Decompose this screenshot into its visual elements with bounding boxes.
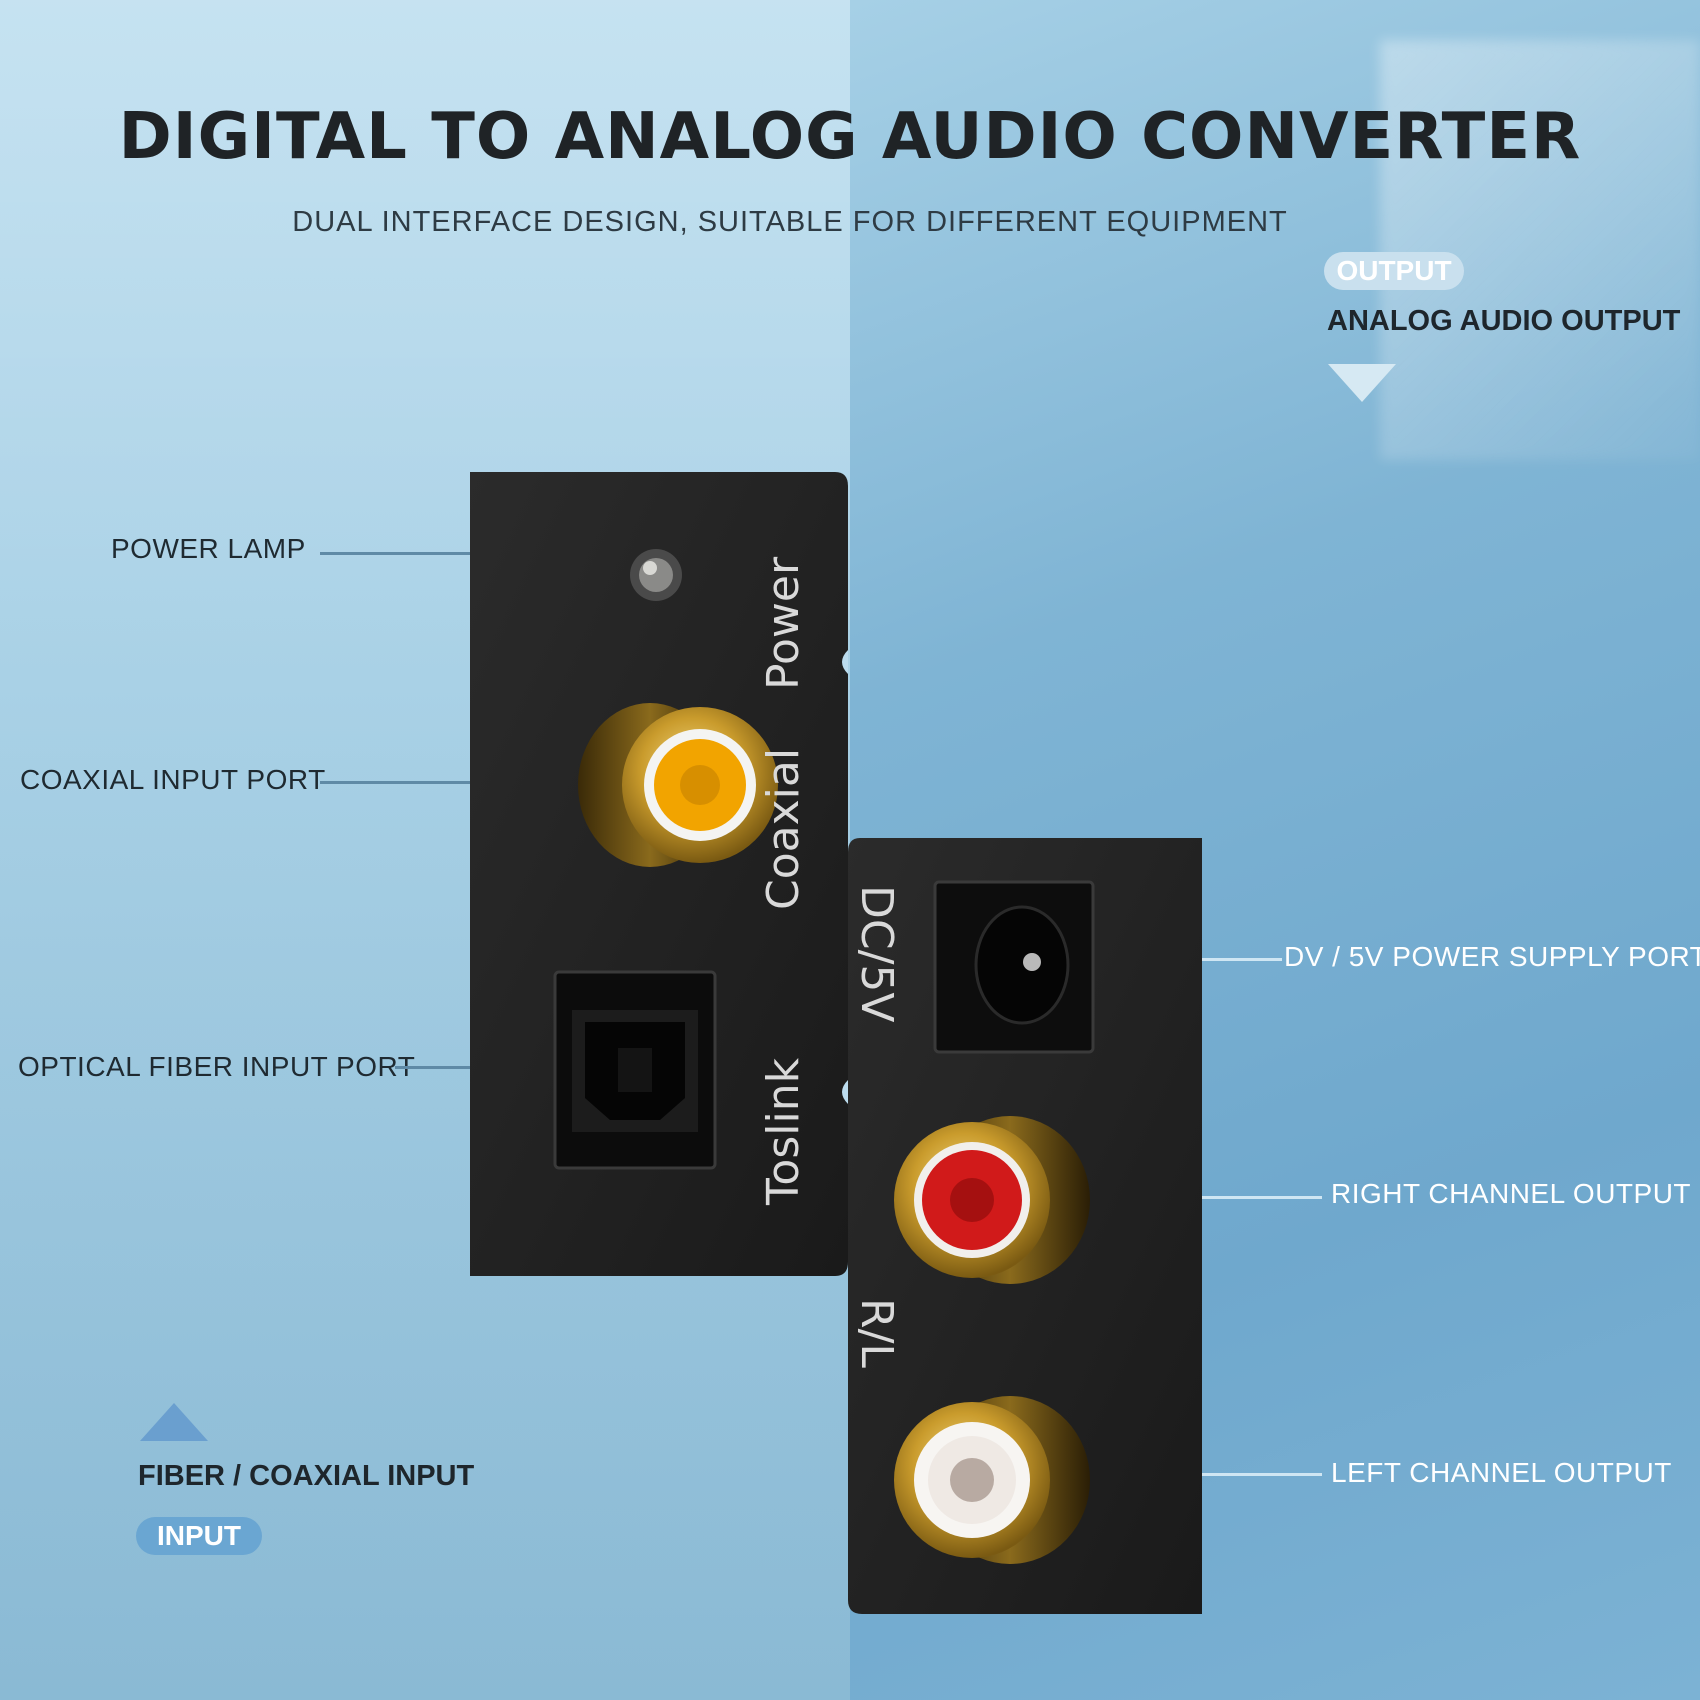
- input-badge: INPUT: [136, 1517, 262, 1555]
- callout-left-channel: LEFT CHANNEL OUTPUT: [1331, 1457, 1672, 1488]
- input-heading: FIBER / COAXIAL INPUT: [138, 1460, 475, 1492]
- dc5v-marking: DC/5V: [851, 885, 902, 1023]
- rl-marking: R/L: [851, 1298, 902, 1368]
- callout-coaxial-input: COAXIAL INPUT PORT: [20, 764, 326, 795]
- up-arrow-icon: [140, 1403, 208, 1441]
- panel-notch: [842, 1080, 848, 1104]
- left-channel-jack: [894, 1396, 1090, 1564]
- output-badge: OUTPUT: [1324, 252, 1464, 290]
- coaxial-input-jack: [578, 703, 778, 867]
- coaxial-marking: Coaxial: [758, 748, 809, 910]
- callout-line: [1202, 1473, 1322, 1476]
- callout-right-channel: RIGHT CHANNEL OUTPUT: [1331, 1178, 1692, 1209]
- callout-line: [320, 552, 470, 555]
- input-panel: Power Coaxial Toslink: [470, 472, 848, 1276]
- down-arrow-icon: [1328, 364, 1396, 402]
- callout-line: [320, 781, 470, 784]
- right-channel-jack: [894, 1116, 1090, 1284]
- output-panel: DC/5V R/L: [848, 838, 1202, 1614]
- panel-notch: [842, 650, 848, 674]
- callout-optical-input: OPTICAL FIBER INPUT PORT: [18, 1051, 416, 1082]
- power-marking: Power: [758, 556, 809, 690]
- background-window-glow: [1380, 40, 1700, 460]
- page-subtitle: DUAL INTERFACE DESIGN, SUITABLE FOR DIFF…: [292, 206, 1288, 238]
- power-lamp: [630, 549, 682, 601]
- optical-input-jack: [553, 970, 717, 1170]
- page-title: DIGITAL TO ANALOG AUDIO CONVERTER: [118, 100, 1582, 174]
- toslink-marking: Toslink: [758, 1057, 809, 1206]
- dc-power-jack: [933, 880, 1095, 1054]
- callout-line: [1202, 1196, 1322, 1199]
- callout-line: [1202, 958, 1282, 961]
- callout-power-supply: DV / 5V POWER SUPPLY PORT: [1284, 941, 1700, 972]
- callout-line: [395, 1066, 470, 1069]
- output-heading: ANALOG AUDIO OUTPUT: [1327, 305, 1681, 337]
- callout-power-lamp: POWER LAMP: [111, 533, 306, 564]
